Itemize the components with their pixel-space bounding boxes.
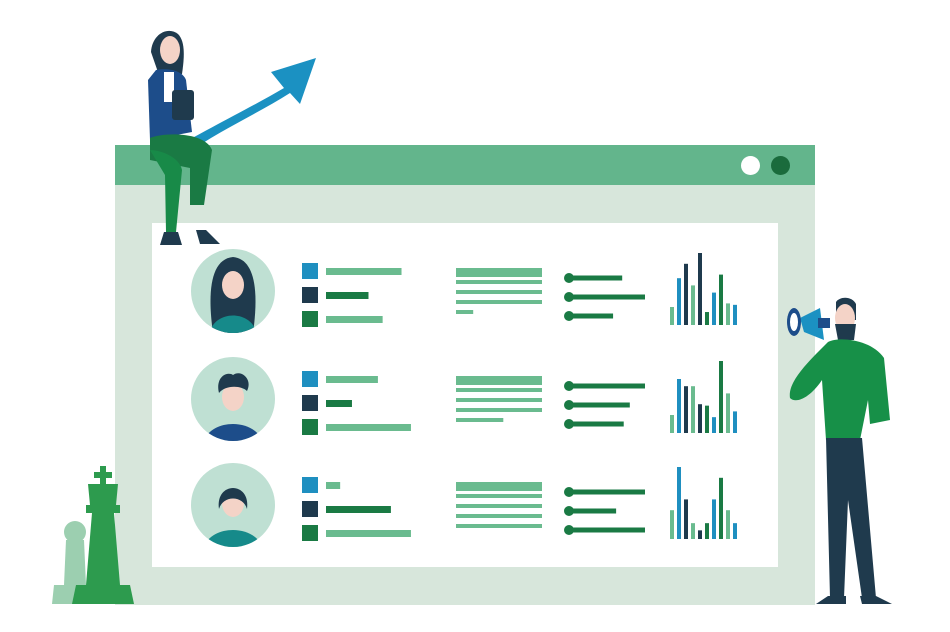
text-line (456, 310, 474, 314)
mini-chart-bar (698, 530, 702, 539)
slider-track (569, 313, 614, 319)
legend-line (326, 530, 411, 537)
legend-square (302, 395, 318, 411)
window-title-bar (115, 145, 815, 185)
profile-row (191, 357, 737, 441)
mini-chart-bar (698, 253, 702, 325)
text-line (456, 388, 542, 392)
text-line (456, 398, 542, 402)
mini-chart-bar (705, 405, 709, 433)
slider-track (569, 489, 645, 495)
text-line (456, 408, 542, 412)
mini-chart-bar (719, 477, 723, 539)
text-line (456, 280, 542, 284)
mini-chart-bar (670, 510, 674, 539)
legend-square (302, 263, 318, 279)
legend-line (326, 400, 352, 407)
mini-chart-bar (677, 379, 681, 433)
legend-square (302, 477, 318, 493)
mini-chart-bar (670, 415, 674, 433)
megaphone-icon (787, 308, 830, 340)
legend-line (326, 376, 378, 383)
legend-square (302, 287, 318, 303)
avatar-figure (209, 257, 257, 333)
mini-chart-bar (691, 386, 695, 433)
mini-chart-bar (712, 292, 716, 325)
legend-line (326, 316, 383, 323)
legend-line (326, 268, 402, 275)
window-dark-button[interactable] (771, 156, 790, 175)
man-with-megaphone (787, 297, 892, 604)
mini-chart-bar (691, 285, 695, 325)
text-line (456, 514, 542, 518)
profile-rows (191, 249, 737, 547)
slider-track (569, 294, 645, 300)
legend-line (326, 424, 411, 431)
mini-chart-bar (726, 303, 730, 325)
window-white-button[interactable] (741, 156, 760, 175)
text-line (456, 300, 542, 304)
mini-chart-bar (670, 307, 674, 325)
mini-chart-bar (698, 404, 702, 433)
slider-track (569, 383, 645, 389)
mini-chart-bar (705, 523, 709, 539)
legend-square (302, 311, 318, 327)
text-line (456, 418, 504, 422)
mini-chart-bar (712, 499, 716, 539)
growth-arrow-icon (185, 58, 316, 150)
mini-chart-bar (719, 361, 723, 433)
mini-chart-bar (733, 411, 737, 433)
mini-chart-bar (684, 499, 688, 539)
mini-chart-bar (719, 274, 723, 325)
text-line (456, 290, 542, 294)
slider-track (569, 421, 624, 427)
mini-chart-bar (677, 467, 681, 539)
mini-chart-bar (691, 523, 695, 539)
mini-chart-bar (677, 278, 681, 325)
legend-line (326, 506, 391, 513)
legend-square (302, 419, 318, 435)
mini-chart-bar (733, 304, 737, 325)
text-line (456, 494, 542, 498)
mini-chart-bar (726, 393, 730, 433)
slider-track (569, 402, 630, 408)
mini-chart-bar (733, 523, 737, 539)
legend-line (326, 292, 369, 299)
mini-chart-bar (712, 417, 716, 433)
legend-line (326, 482, 341, 489)
chess-pieces-icon (52, 466, 134, 604)
mini-chart-bar (705, 312, 709, 325)
text-line (456, 268, 542, 277)
sitting-woman (148, 30, 220, 245)
profile-row (191, 249, 737, 333)
mini-chart-bar (684, 386, 688, 433)
slider-track (569, 508, 617, 514)
text-line (456, 504, 542, 508)
text-line (456, 376, 542, 385)
mini-chart-bar (726, 510, 730, 539)
legend-square (302, 501, 318, 517)
slider-track (569, 527, 645, 533)
legend-square (302, 371, 318, 387)
legend-square (302, 525, 318, 541)
slider-track (569, 275, 623, 281)
text-line (456, 482, 542, 491)
text-line (456, 524, 542, 528)
mini-chart-bar (684, 263, 688, 325)
profile-row (191, 463, 737, 547)
